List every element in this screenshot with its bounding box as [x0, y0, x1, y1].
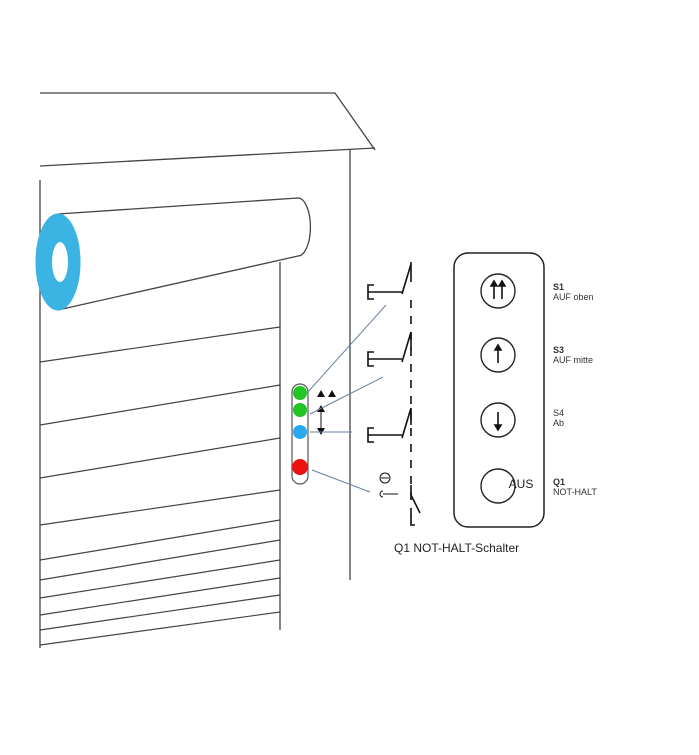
- s3-code: S3: [553, 345, 565, 355]
- switch-schematic: [367, 262, 421, 526]
- s4-code: S4: [553, 408, 565, 418]
- button-s1[interactable]: [480, 273, 516, 309]
- indicator-middle-green: [293, 403, 307, 417]
- connector-lines: [306, 304, 387, 493]
- button-q1[interactable]: [480, 468, 516, 504]
- s4-label: Ab: [553, 418, 565, 428]
- garage-building: [39, 92, 376, 648]
- indicator-top-green: [293, 386, 307, 400]
- roof-eave: [39, 147, 376, 167]
- s1-label: AUF oben: [553, 292, 594, 302]
- q1-code: Q1: [553, 477, 566, 487]
- s3-label: AUF mitte: [553, 355, 594, 365]
- roller-drum: [35, 197, 312, 311]
- indicator-low-blue: [293, 425, 307, 439]
- indicator-column: [291, 383, 336, 485]
- door-slats: [39, 326, 281, 646]
- diagram-caption: Q1 NOT-HALT-Schalter: [394, 541, 520, 555]
- control-panel: [453, 252, 545, 528]
- roof-top: [40, 92, 376, 151]
- s1-code: S1: [553, 282, 565, 292]
- indicator-stop-red: [292, 459, 308, 475]
- q1-label: NOT-HALT: [553, 487, 597, 497]
- direction-arrows: [317, 390, 336, 435]
- aus-button-text: AUS: [508, 477, 534, 491]
